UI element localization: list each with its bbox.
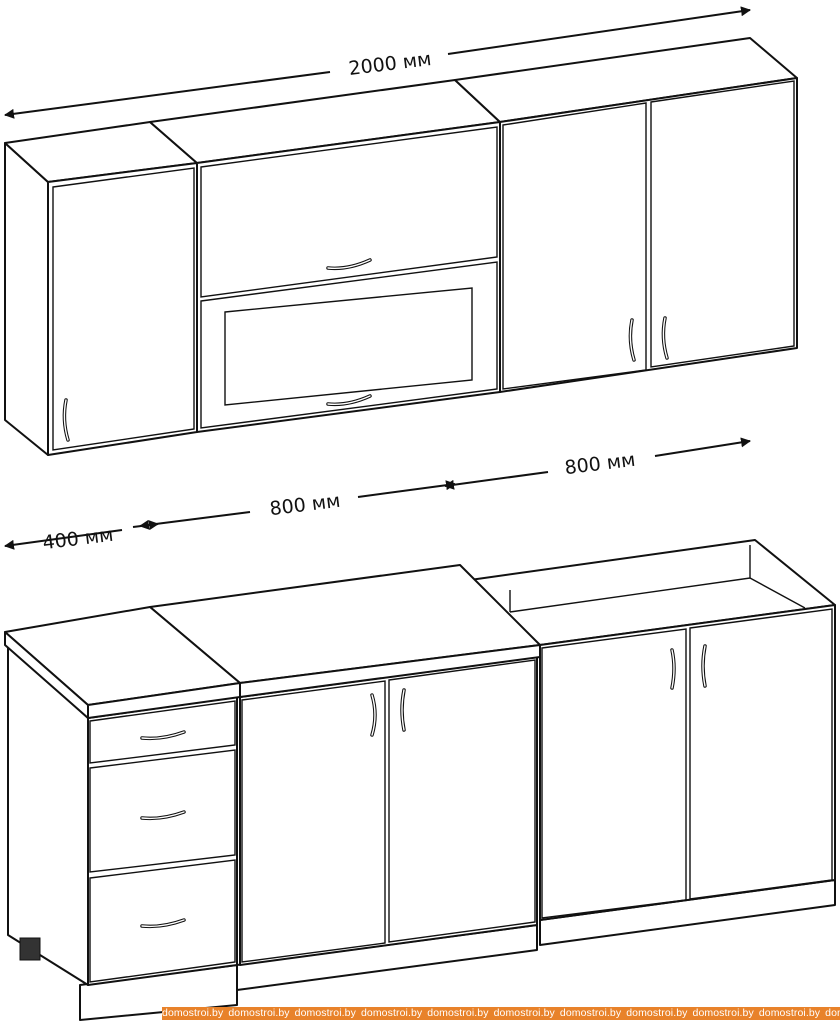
dimension-800-middle-label: 800 мм (268, 490, 341, 520)
dimension-400-label: 400 мм (41, 524, 114, 554)
lower-middle-door-right (388, 659, 536, 943)
lower-right-front (539, 604, 836, 921)
arrow-icon (4, 71, 331, 119)
arrow-icon (654, 437, 751, 457)
watermark-text: domostroi.by (758, 1007, 821, 1019)
dimension-800-right-label: 800 мм (563, 449, 636, 479)
upper-right-door-left (502, 102, 647, 390)
watermark-bar: domostroi.by domostroi.by domostroi.by domo… (162, 1007, 840, 1020)
dimension-total-label: 2000 мм (347, 48, 432, 80)
upper-left-side (4, 142, 49, 456)
upper-cabinets (4, 37, 798, 456)
watermark-text: domostroi.by (360, 1007, 423, 1019)
glass-flap-door (200, 261, 498, 429)
drawer-1 (89, 700, 236, 764)
watermark-text: domostroi.by (493, 1007, 555, 1019)
arrow-icon (4, 529, 123, 550)
watermark-text: domostroi.by (162, 1007, 224, 1019)
watermark-text: domostroi.by (825, 1007, 840, 1019)
drawer-2 (89, 749, 236, 873)
upper-right-front (499, 77, 798, 393)
lower-right-door-right (689, 608, 833, 900)
arrow-icon (139, 511, 251, 530)
adjustable-leg (19, 937, 41, 961)
glass-panel (224, 287, 473, 406)
upper-left-door (52, 167, 195, 451)
arrow-icon (357, 480, 456, 498)
countertop-edge (87, 682, 241, 719)
upper-left-front (47, 162, 198, 456)
watermark-text: domostroi.by (626, 1007, 688, 1019)
lower-middle-door-left (241, 680, 386, 963)
upper-right-door-right (650, 80, 795, 368)
watermark-text: domostroi.by (559, 1007, 622, 1019)
watermark-text: domostroi.by (692, 1007, 754, 1019)
lower-right-door-left (541, 628, 687, 919)
drawer-3 (89, 859, 236, 983)
watermark-text: domostroi.by (427, 1007, 489, 1019)
lower-cabinets (4, 539, 836, 1021)
lower-left-front (87, 696, 238, 986)
watermark-text: domostroi.by (228, 1007, 290, 1019)
arrow-icon (444, 471, 549, 490)
arrow-icon (447, 6, 751, 55)
watermark-text: domostroi.by (294, 1007, 356, 1019)
upper-flap-door (200, 126, 498, 298)
